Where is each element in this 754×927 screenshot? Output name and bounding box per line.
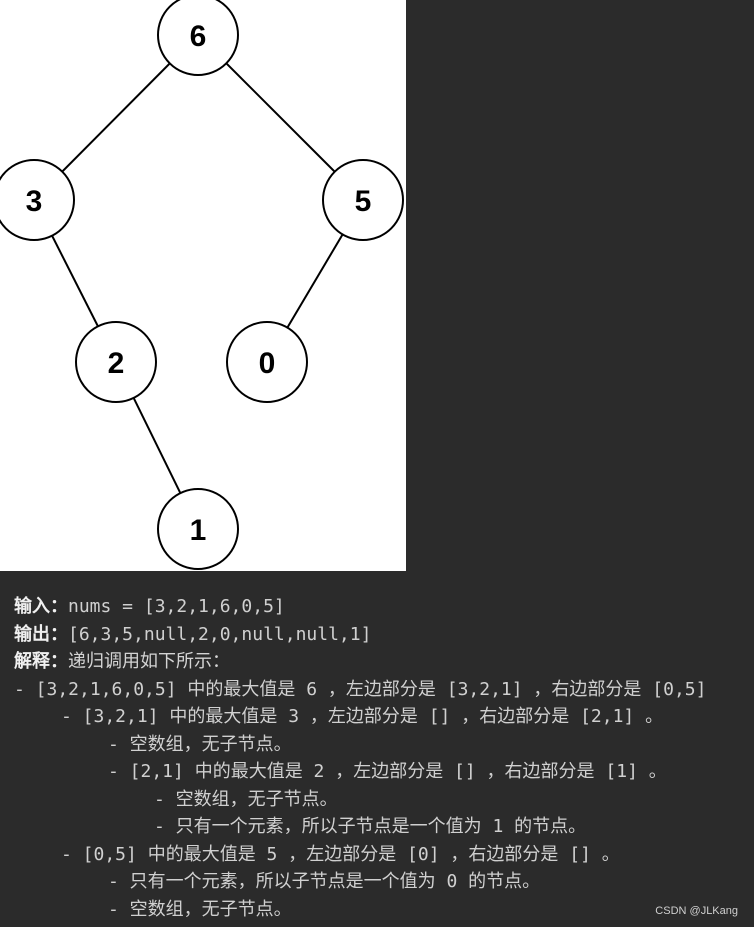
input-value: nums = [3,2,1,6,0,5]	[68, 596, 285, 617]
recursion-step: - 空数组，无子节点。	[108, 898, 292, 920]
tree-node-label: 2	[108, 347, 125, 380]
explain-value: 递归调用如下所示：	[68, 651, 230, 672]
output-line: 输出：[6,3,5,null,2,0,null,null,1]	[14, 621, 754, 649]
output-label: 输出：	[14, 623, 68, 645]
tree-node-circle	[75, 321, 157, 403]
tree-node-label: 1	[190, 514, 207, 547]
example-explanation: 输入：nums = [3,2,1,6,0,5] 输出：[6,3,5,null,2…	[14, 593, 754, 923]
explain-label: 解释：	[14, 651, 68, 672]
watermark: CSDN @JLKang	[655, 905, 738, 917]
tree-node-5: 5	[322, 159, 404, 241]
input-label: 输入：	[14, 596, 68, 617]
tree-node-0: 0	[226, 321, 308, 403]
tree-node-label: 0	[259, 347, 276, 380]
tree-node-circle	[0, 159, 75, 241]
output-value: [6,3,5,null,2,0,null,null,1]	[68, 623, 372, 645]
tree-node-circle	[157, 0, 239, 76]
recursion-step: - [3,2,1] 中的最大值是 3 ，左边部分是 [] ，右边部分是 [2,1…	[61, 706, 664, 727]
recursion-step: - [2,1] 中的最大值是 2 ，左边部分是 [] ，右边部分是 [1] 。	[108, 761, 667, 782]
binary-tree-diagram: 6 3 5 2 0 1	[0, 0, 406, 571]
tree-canvas: 6 3 5 2 0 1	[0, 0, 404, 570]
tree-node-3: 3	[0, 159, 75, 241]
recursion-step: - 空数组，无子节点。	[108, 733, 292, 755]
tree-node-circle	[226, 321, 308, 403]
recursion-step: - 空数组，无子节点。	[154, 788, 338, 810]
tree-node-circle	[157, 488, 239, 570]
tree-node-circle	[322, 159, 404, 241]
recursion-steps: - [3,2,1,6,0,5] 中的最大值是 6 ，左边部分是 [3,2,1] …	[14, 676, 754, 924]
input-line: 输入：nums = [3,2,1,6,0,5]	[14, 593, 754, 621]
explain-line: 解释：递归调用如下所示：	[14, 648, 754, 676]
recursion-step: - 只有一个元素，所以子节点是一个值为 0 的节点。	[108, 871, 541, 892]
tree-node-label: 5	[355, 185, 372, 218]
recursion-step: - [0,5] 中的最大值是 5 ，左边部分是 [0] ，右边部分是 [] 。	[61, 843, 620, 865]
tree-node-label: 6	[190, 20, 207, 53]
recursion-step: - [3,2,1,6,0,5] 中的最大值是 6 ，左边部分是 [3,2,1] …	[14, 678, 707, 700]
tree-node-6: 6	[157, 0, 239, 76]
recursion-step: - 只有一个元素，所以子节点是一个值为 1 的节点。	[154, 816, 587, 837]
tree-node-2: 2	[75, 321, 157, 403]
tree-node-label: 3	[26, 185, 43, 218]
tree-node-1: 1	[157, 488, 239, 570]
